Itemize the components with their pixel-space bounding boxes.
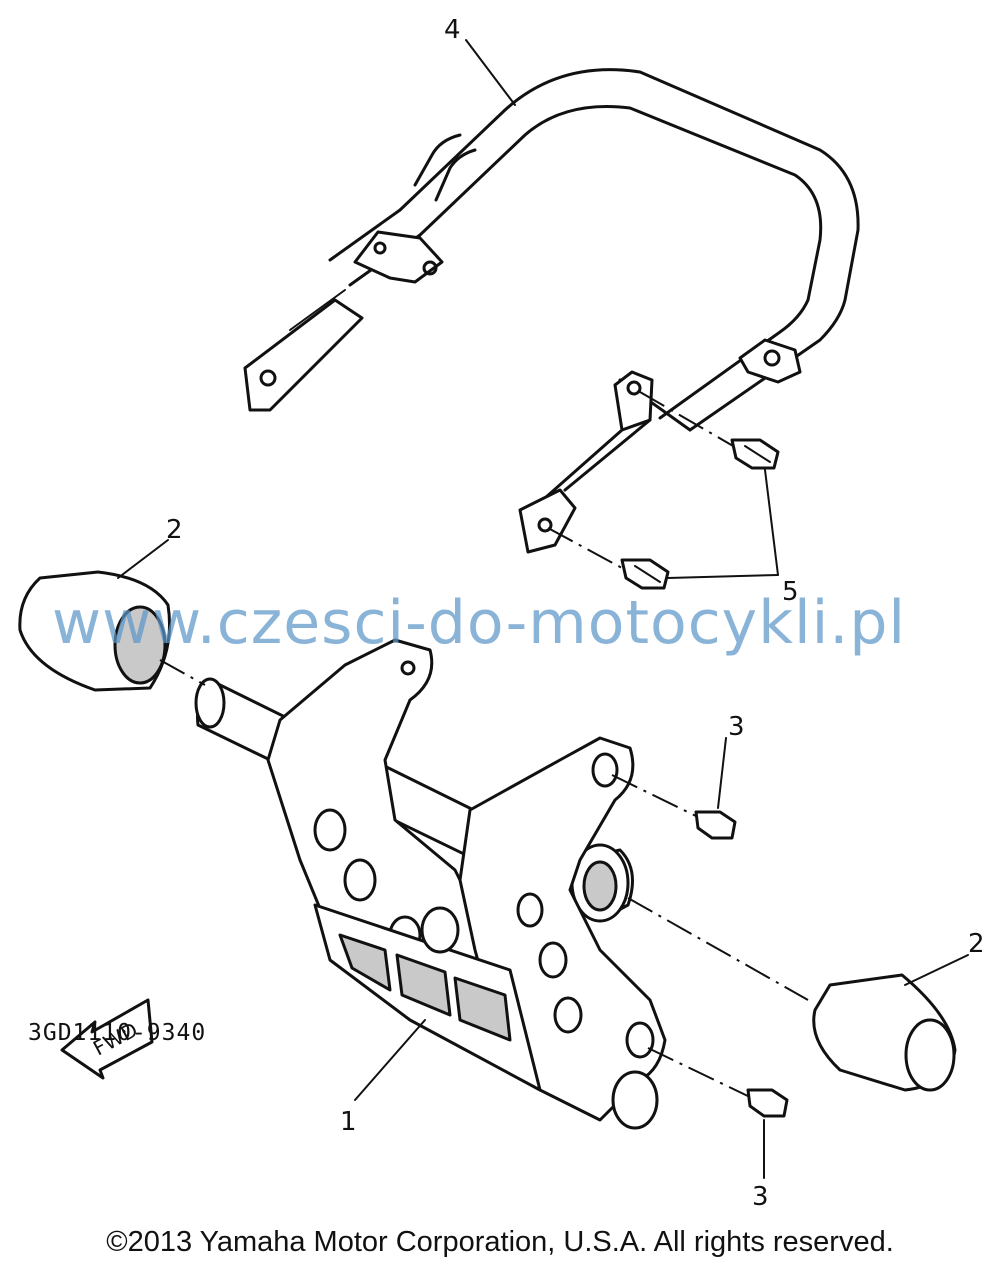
bolts-part-3 (611, 737, 789, 1179)
fwd-arrow-icon: FWD (60, 998, 154, 1080)
callout-part-3-bottom: 3 (752, 1182, 769, 1212)
copyright-notice: ©2013 Yamaha Motor Corporation, U.S.A. A… (106, 1226, 894, 1258)
callout-part-2-left: 2 (166, 515, 183, 545)
leader-lines (117, 39, 969, 1101)
callout-part-1: 1 (340, 1107, 357, 1137)
callout-part-3-top: 3 (728, 712, 745, 742)
watermark-text: www.czesci-do-motocykli.pl (52, 588, 907, 658)
callout-part-4: 4 (444, 15, 461, 45)
bumper-part-1 (194, 638, 667, 1130)
bolts-part-5 (547, 391, 780, 590)
drawing-code: 3GD1110-9340 (28, 1020, 207, 1046)
callout-part-2-right: 2 (968, 929, 985, 959)
end-caps-part-2 (18, 570, 957, 1092)
callout-part-5: 5 (782, 577, 799, 607)
grab-bar-part-4 (243, 68, 860, 554)
